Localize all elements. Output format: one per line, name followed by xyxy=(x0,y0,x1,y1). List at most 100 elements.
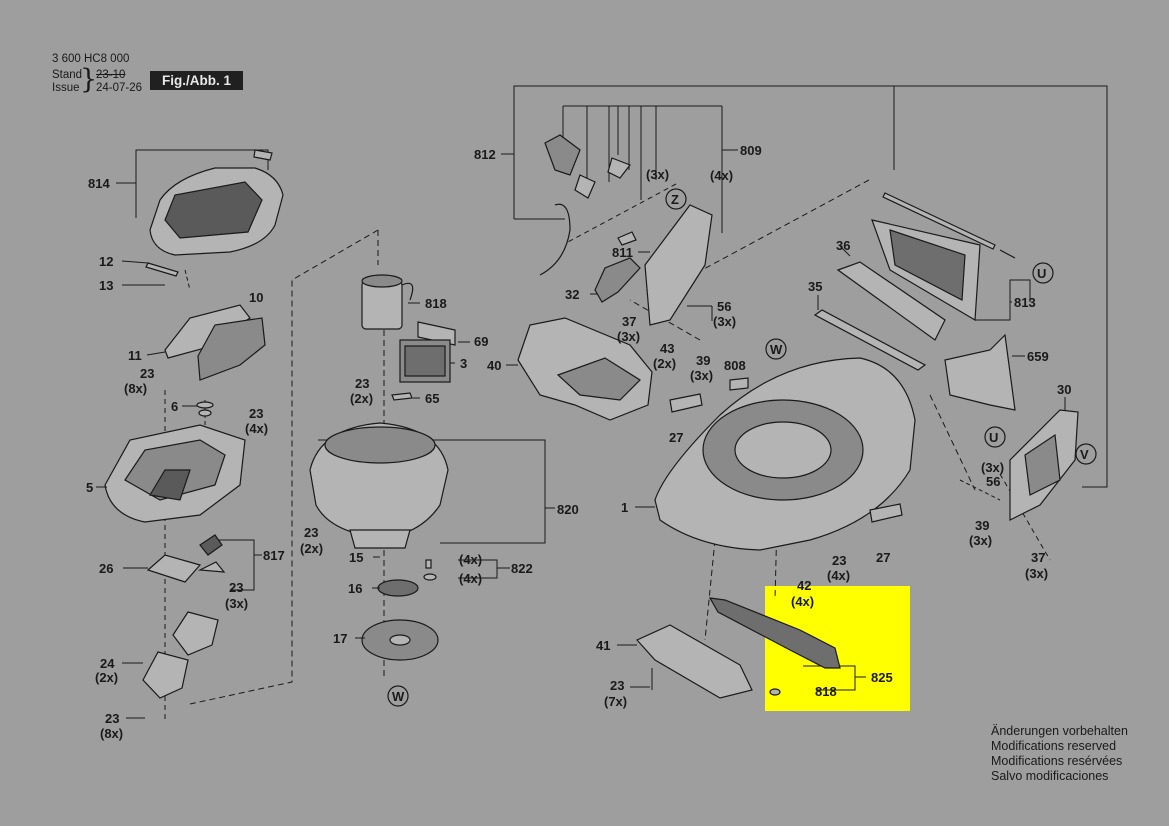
label-23f: 23 xyxy=(304,525,319,540)
label-24: 24 xyxy=(100,656,115,671)
marker-label-w-fan: W xyxy=(392,689,405,704)
label-35: 35 xyxy=(808,279,823,294)
label-1: 1 xyxy=(621,500,629,515)
marker-label-w-deck: W xyxy=(770,342,783,357)
label-43: 43 xyxy=(660,341,675,356)
label-818-motor: 818 xyxy=(425,296,447,311)
note-de: Änderungen vorbehalten xyxy=(991,724,1128,738)
label-822: 822 xyxy=(511,561,533,576)
marker-z xyxy=(665,188,687,210)
label-818-blade: 818 xyxy=(815,684,837,699)
marker-label-z: Z xyxy=(671,192,679,207)
label-41: 41 xyxy=(596,638,611,653)
label-27b: 27 xyxy=(876,550,891,565)
label-23g: 23 xyxy=(832,553,847,568)
label-820: 820 xyxy=(557,502,579,517)
brace-glyph: } xyxy=(80,64,98,95)
marker-u-side xyxy=(984,426,1006,448)
marker-label-v-side: V xyxy=(1080,447,1089,462)
label-top-qty: (3x) xyxy=(646,167,670,182)
note-es: Salvo modificaciones xyxy=(991,769,1109,783)
label-37b-qty: (3x) xyxy=(1025,566,1049,581)
label-23e: 23 xyxy=(355,376,370,391)
mulch-plate-part xyxy=(636,624,753,699)
issue-label: Issue xyxy=(52,82,80,94)
label-side-qty: (3x) xyxy=(981,460,1005,475)
label-822-qty-b: (4x) xyxy=(459,571,483,586)
label-40: 40 xyxy=(487,358,502,373)
label-39b-qty: (3x) xyxy=(969,533,993,548)
label-56-qty: (3x) xyxy=(713,314,737,329)
label-814: 814 xyxy=(88,176,110,191)
label-30: 30 xyxy=(1057,382,1072,397)
label-23b-qty: (4x) xyxy=(245,421,269,436)
label-809-qty: (4x) xyxy=(710,168,734,183)
label-56b: 56 xyxy=(986,474,1001,489)
label-37a-qty: (3x) xyxy=(617,329,641,344)
label-24-qty: (2x) xyxy=(95,670,119,685)
blade-part xyxy=(708,597,841,669)
label-5: 5 xyxy=(86,480,94,495)
label-23a: 23 xyxy=(140,366,155,381)
label-10: 10 xyxy=(249,290,264,305)
label-23g-qty: (4x) xyxy=(827,568,851,583)
label-42: 42 xyxy=(797,578,812,593)
label-36: 36 xyxy=(836,238,851,253)
label-17: 17 xyxy=(333,631,348,646)
marker-v-side xyxy=(1075,443,1097,465)
label-23d-qty: (8x) xyxy=(100,726,124,741)
label-23e-qty: (2x) xyxy=(350,391,374,406)
label-23c-qty: (3x) xyxy=(225,596,249,611)
label-26: 26 xyxy=(99,561,114,576)
label-812: 812 xyxy=(474,147,496,162)
label-23b: 23 xyxy=(249,406,264,421)
label-6: 6 xyxy=(171,399,179,414)
label-23a-qty: (8x) xyxy=(124,381,148,396)
document-number: 3 600 HC8 000 xyxy=(52,53,130,65)
label-11: 11 xyxy=(128,348,142,363)
marker-w-fan xyxy=(387,685,409,707)
label-12: 12 xyxy=(99,254,114,269)
label-822-qty-a: (4x) xyxy=(459,552,483,567)
label-23h-qty: (7x) xyxy=(604,694,628,709)
label-39a-qty: (3x) xyxy=(690,368,714,383)
label-39a: 39 xyxy=(696,353,711,368)
marker-w-deck xyxy=(765,338,787,360)
label-16: 16 xyxy=(348,581,363,596)
label-37b: 37 xyxy=(1031,550,1046,565)
label-65: 65 xyxy=(425,391,440,406)
label-15: 15 xyxy=(349,550,364,565)
label-3: 3 xyxy=(460,356,468,371)
marker-label-u-side: U xyxy=(989,430,999,445)
label-809: 809 xyxy=(740,143,762,158)
label-813: 813 xyxy=(1014,295,1036,310)
figure-badge: Fig./Abb. 1 xyxy=(150,71,243,90)
label-37a: 37 xyxy=(622,314,637,329)
note-fr: Modifications resérvées xyxy=(991,754,1123,768)
label-43-qty: (2x) xyxy=(653,356,677,371)
handle-bracket-part xyxy=(644,204,713,326)
label-808: 808 xyxy=(724,358,746,373)
label-69: 69 xyxy=(474,334,489,349)
stand-value: 23-10 xyxy=(96,69,126,81)
label-825: 825 xyxy=(871,670,893,685)
label-811: 811 xyxy=(612,245,633,260)
label-13: 13 xyxy=(99,278,114,293)
label-23d: 23 xyxy=(105,711,120,726)
motor-part xyxy=(361,280,403,330)
label-23h: 23 xyxy=(610,678,625,693)
marker-u-top xyxy=(1032,262,1054,284)
marker-label-u-top: U xyxy=(1037,266,1047,281)
label-32: 32 xyxy=(565,287,580,302)
label-23f-qty: (2x) xyxy=(300,541,324,556)
label-39b: 39 xyxy=(975,518,990,533)
stand-label: Stand xyxy=(52,69,83,81)
issue-value: 24-07-26 xyxy=(96,82,143,94)
label-817: 817 xyxy=(263,548,285,563)
note-en: Modifications reserved xyxy=(991,739,1117,753)
label-659: 659 xyxy=(1027,349,1049,364)
label-56: 56 xyxy=(717,299,732,314)
label-42-qty: (4x) xyxy=(791,594,815,609)
label-27a: 27 xyxy=(669,430,684,445)
